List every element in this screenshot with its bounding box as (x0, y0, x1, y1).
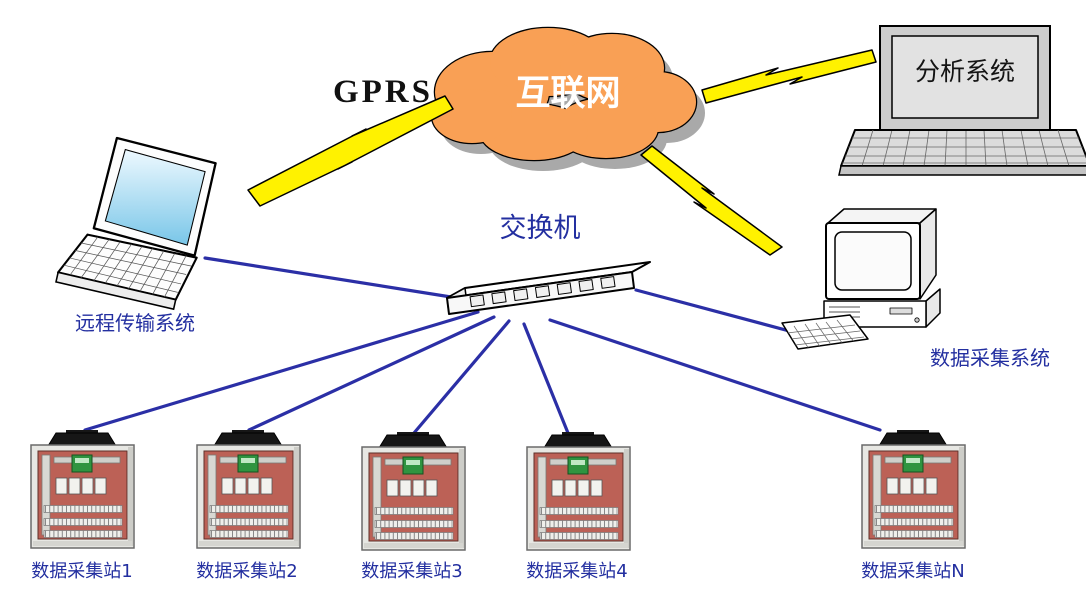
switch-label: 交换机 (499, 213, 581, 244)
station-label-N: 数据采集站N (861, 561, 965, 582)
station-cabinet-2 (197, 430, 300, 548)
switch-ports (469, 276, 616, 308)
line-switch-stationN (548, 318, 882, 432)
station-label-3: 数据采集站3 (361, 561, 463, 582)
analysis-keyboard (842, 130, 1086, 166)
network-switch-icon (446, 261, 651, 315)
analysis-screen (891, 35, 1039, 119)
lightning-bolts (247, 49, 877, 256)
station-cabinet-1 (31, 430, 134, 548)
daq-computer-icon (781, 208, 941, 350)
bolt-analysis-icon (701, 49, 877, 104)
analysis-computer-icon (838, 25, 1086, 176)
station-cabinet-4 (527, 432, 630, 550)
daq-screen (834, 231, 912, 291)
line-switch-daq (634, 288, 810, 338)
laptop-screen (104, 148, 206, 246)
ethernet-lines (83, 256, 882, 435)
line-switch-station1 (83, 310, 480, 432)
station-label-2: 数据采集站2 (196, 561, 298, 582)
daq-system-label: 数据采集系统 (930, 346, 1050, 370)
remote-system-label: 远程传输系统 (75, 311, 195, 335)
line-switch-station3 (412, 319, 511, 435)
daq-keyboard (786, 319, 865, 349)
line-laptop-switch (203, 256, 472, 302)
bolt-gprs-icon (247, 95, 454, 207)
gprs-label: GPRS (332, 74, 433, 110)
station-label-4: 数据采集站4 (526, 561, 628, 582)
line-switch-station2 (247, 315, 496, 432)
analysis-system-label: 分析系统 (914, 57, 1015, 86)
internet-cloud-icon (430, 26, 705, 171)
station-label-1: 数据采集站1 (31, 561, 133, 582)
internet-cloud-label: 互联网 (515, 74, 621, 114)
laptop-keyboard (63, 236, 192, 298)
line-switch-station4 (522, 322, 570, 435)
station-cabinet-3 (362, 432, 465, 550)
station-cabinet-N (862, 430, 965, 548)
bolt-daq-icon (640, 145, 783, 256)
laptop-icon (55, 136, 217, 311)
